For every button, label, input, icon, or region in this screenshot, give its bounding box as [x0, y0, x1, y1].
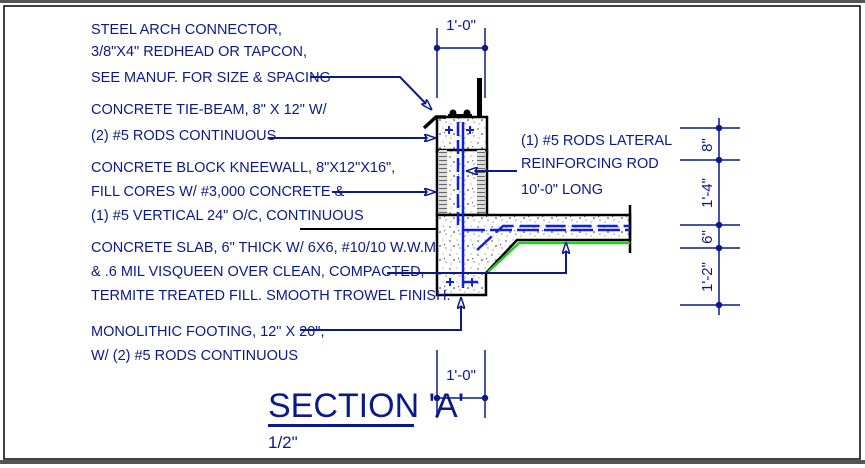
note-line: CONCRETE SLAB, 6" THICK W/ 6X6, #10/10 W…: [91, 240, 440, 256]
note-line: (1) #5 RODS LATERAL: [521, 133, 672, 149]
rod-section: [446, 278, 454, 286]
arch-connector: [422, 115, 446, 130]
note-footing: MONOLITHIC FOOTING, 12" X 20", W/ (2) #5…: [91, 324, 324, 364]
connector-post: [477, 78, 482, 118]
note-lateral-rod: (1) #5 RODS LATERAL REINFORCING ROD 10'-…: [521, 133, 672, 198]
leaders: [268, 76, 566, 331]
leader-slab: [387, 242, 566, 274]
leader-footing: [300, 297, 461, 331]
note-line: TERMITE TREATED FILL. SMOOTH TROWEL FINI…: [91, 288, 451, 304]
vapor-barrier: [487, 241, 630, 273]
note-line: (2) #5 RODS CONTINUOUS: [91, 128, 276, 144]
note-slab: CONCRETE SLAB, 6" THICK W/ 6X6, #10/10 W…: [91, 240, 451, 304]
note-line: (1) #5 VERTICAL 24" O/C, CONTINUOUS: [91, 208, 364, 224]
block-cell-left: [439, 150, 447, 213]
note-line: STEEL ARCH CONNECTOR,: [91, 22, 282, 38]
dim-top-label: 1'-0": [446, 17, 476, 34]
section-scale: 1/2": [268, 433, 298, 452]
dim-vertical: [680, 118, 740, 315]
note-line: & .6 MIL VISQUEEN OVER CLEAN, COMPACTED,: [91, 264, 425, 280]
note-line: SEE MANUF. FOR SIZE & SPACING: [91, 70, 331, 86]
drawing-border: [3, 5, 861, 460]
note-line: 3/8"X4" REDHEAD OR TAPCON,: [91, 44, 307, 60]
rod-section: [445, 126, 453, 134]
note-line: REINFORCING ROD: [521, 156, 659, 172]
rod-section: [468, 278, 476, 286]
rod-section: [466, 126, 474, 134]
note-line: W/ (2) #5 RODS CONTINUOUS: [91, 348, 298, 364]
dim-v-0: 8": [699, 138, 716, 152]
dim-bottom-label: 1'-0": [446, 367, 476, 384]
note-steel-arch-connector: STEEL ARCH CONNECTOR, 3/8"X4" REDHEAD OR…: [91, 22, 331, 86]
note-line: MONOLITHIC FOOTING, 12" X 20",: [91, 324, 324, 340]
section-title: SECTION 'A': [268, 387, 464, 425]
note-tie-beam: CONCRETE TIE-BEAM, 8" X 12" W/ (2) #5 RO…: [91, 102, 328, 144]
frame-bottom-bar: [0, 460, 865, 464]
dim-v-1: 1'-4": [699, 178, 716, 208]
lateral-rod-bent: [476, 224, 630, 251]
note-line: CONCRETE TIE-BEAM, 8" X 12" W/: [91, 102, 328, 118]
frame-top-bar: [0, 0, 865, 3]
dim-v-2: 6": [699, 230, 716, 244]
note-kneewall: CONCRETE BLOCK KNEEWALL, 8"X12"X16", FIL…: [91, 160, 395, 224]
block-cell-right: [477, 150, 485, 213]
dim-top: [433, 28, 489, 98]
rebar: [445, 122, 630, 288]
note-line: 10'-0" LONG: [521, 182, 603, 198]
note-line: FILL CORES W/ #3,000 CONCRETE &: [91, 184, 345, 200]
concrete-section: [300, 78, 632, 297]
leader-connector: [310, 76, 432, 110]
dim-bottom: [433, 350, 489, 418]
anchor-plate: [448, 114, 472, 118]
dim-v-3: 1'-2": [699, 262, 716, 292]
title-underline: [268, 424, 414, 427]
note-line: CONCRETE BLOCK KNEEWALL, 8"X12"X16",: [91, 160, 395, 176]
